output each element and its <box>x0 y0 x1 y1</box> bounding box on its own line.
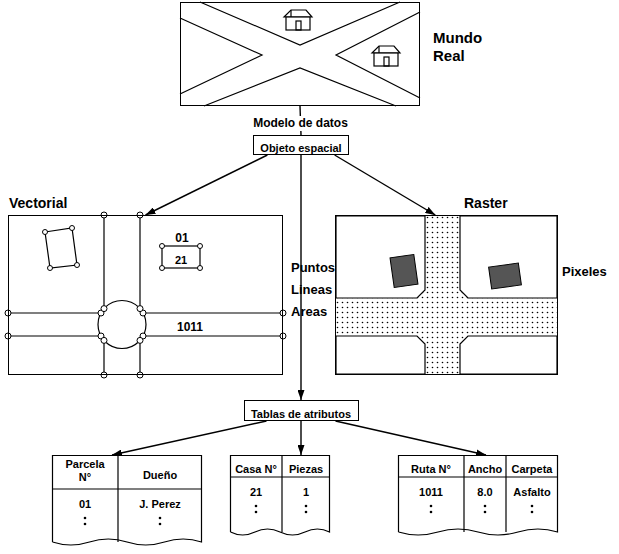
text-holder: Objeto espacial <box>254 138 348 156</box>
table-border <box>399 456 558 536</box>
attribute-table: Ruta N° Ancho Carpeta 1011 8.0 Asfalto <box>398 455 558 540</box>
text-holder: 21 <box>162 250 200 268</box>
continuation-dot <box>430 511 433 514</box>
table-header-rule <box>230 476 330 477</box>
continuation-dot <box>305 505 308 508</box>
connector <box>335 155 436 215</box>
text-holder: Modelo de datos <box>221 113 381 131</box>
text-holder: Pixeles <box>562 262 607 280</box>
house-icon <box>284 10 312 30</box>
table-column-rule <box>505 455 506 532</box>
continuation-dot <box>531 505 534 508</box>
table-header: Carpeta <box>512 463 553 476</box>
text-holder: Ruta N° <box>398 459 464 477</box>
attribute-table: Parcela N° Dueño 01 J. Perez <box>52 455 202 550</box>
table-column-rule <box>281 455 282 532</box>
continuation-dot <box>84 523 87 526</box>
house-number: 21 <box>175 254 187 267</box>
box-label: Tablas de atributos <box>251 408 351 421</box>
text-holder: 1011 <box>163 317 217 335</box>
table-header: Ancho <box>468 463 502 476</box>
text-holder: Mundo Real <box>433 29 503 65</box>
raster-map <box>335 215 558 375</box>
text-holder: 1 <box>282 482 330 500</box>
text-holder: Vectorial <box>9 194 129 212</box>
text-holder: Asfalto <box>506 482 558 500</box>
edge-label: Modelo de datos <box>250 116 351 130</box>
continuation-dot <box>305 511 308 514</box>
text-holder: 01 <box>52 494 118 512</box>
world-frame: Mundo Real <box>180 2 420 106</box>
table-header-rule <box>398 476 558 477</box>
table-cell: 1 <box>303 486 309 499</box>
box-label: Objeto espacial <box>260 142 341 155</box>
continuation-dot <box>531 511 534 514</box>
table-header: Parcela N° <box>60 458 110 484</box>
geometry-label: Lineas <box>291 282 332 298</box>
vector-panel: Vectorial <box>8 215 283 375</box>
tables-box: Tablas de atributos <box>244 400 359 421</box>
text-holder: 01 <box>170 228 194 246</box>
table-border <box>53 456 202 546</box>
table-cell: Asfalto <box>513 486 550 499</box>
text-holder: Lineas <box>291 280 332 298</box>
text-holder: Puntos <box>291 258 335 276</box>
panel-title: Raster <box>464 195 508 212</box>
table-header: Ruta N° <box>411 463 451 476</box>
continuation-dot <box>255 505 258 508</box>
table-border <box>231 456 330 536</box>
table-header: Casa N° <box>235 463 277 476</box>
text-holder: 1011 <box>398 482 464 500</box>
text-holder: J. Perez <box>118 494 202 512</box>
connector <box>336 421 487 455</box>
text-holder: 21 <box>230 482 282 500</box>
parcel-number: 01 <box>175 231 188 245</box>
text-holder: Carpeta <box>506 459 558 477</box>
raster-label: Pixeles <box>562 264 607 280</box>
text-holder: Casa N° <box>230 459 282 477</box>
continuation-dot <box>484 511 487 514</box>
world-title: Mundo Real <box>433 29 493 65</box>
table-column-rule <box>463 455 464 532</box>
raster-panel: Raster <box>335 215 558 375</box>
table-column-rule <box>117 455 118 542</box>
panel-title: Vectorial <box>9 195 67 212</box>
geometry-label: Areas <box>291 304 327 320</box>
connector <box>146 155 268 215</box>
real-world-sketch <box>180 2 420 106</box>
continuation-dot <box>430 505 433 508</box>
text-holder: Areas <box>291 302 327 320</box>
attribute-table: Casa N° Piezas 21 1 <box>230 455 330 540</box>
continuation-dot <box>159 517 162 520</box>
connector <box>300 155 301 400</box>
connector <box>300 421 301 455</box>
continuation-dot <box>159 523 162 526</box>
text-holder: Dueño <box>118 465 202 483</box>
geometry-label: Puntos <box>291 260 335 276</box>
table-header-rule <box>52 488 202 489</box>
vector-map <box>5 212 286 378</box>
continuation-dot <box>84 517 87 520</box>
table-cell: J. Perez <box>139 498 181 511</box>
continuation-dot <box>484 505 487 508</box>
continuation-dot <box>255 511 258 514</box>
road-number: 1011 <box>177 320 203 334</box>
connector <box>112 421 267 455</box>
text-holder: Piezas <box>282 459 330 477</box>
text-holder: 8.0 <box>464 482 506 500</box>
table-cell: 8.0 <box>477 486 492 499</box>
table-header: Dueño <box>143 469 177 482</box>
table-cell: 01 <box>79 498 91 511</box>
table-cell: 21 <box>250 486 262 499</box>
table-header: Piezas <box>289 463 323 476</box>
table-cell: 1011 <box>419 486 443 499</box>
text-holder: Parcela N° <box>52 458 118 485</box>
text-holder: Tablas de atributos <box>245 404 358 422</box>
house-icon <box>372 46 400 66</box>
object-box: Objeto espacial <box>253 135 349 155</box>
text-holder: Ancho <box>464 459 506 477</box>
text-holder: Raster <box>464 194 559 212</box>
